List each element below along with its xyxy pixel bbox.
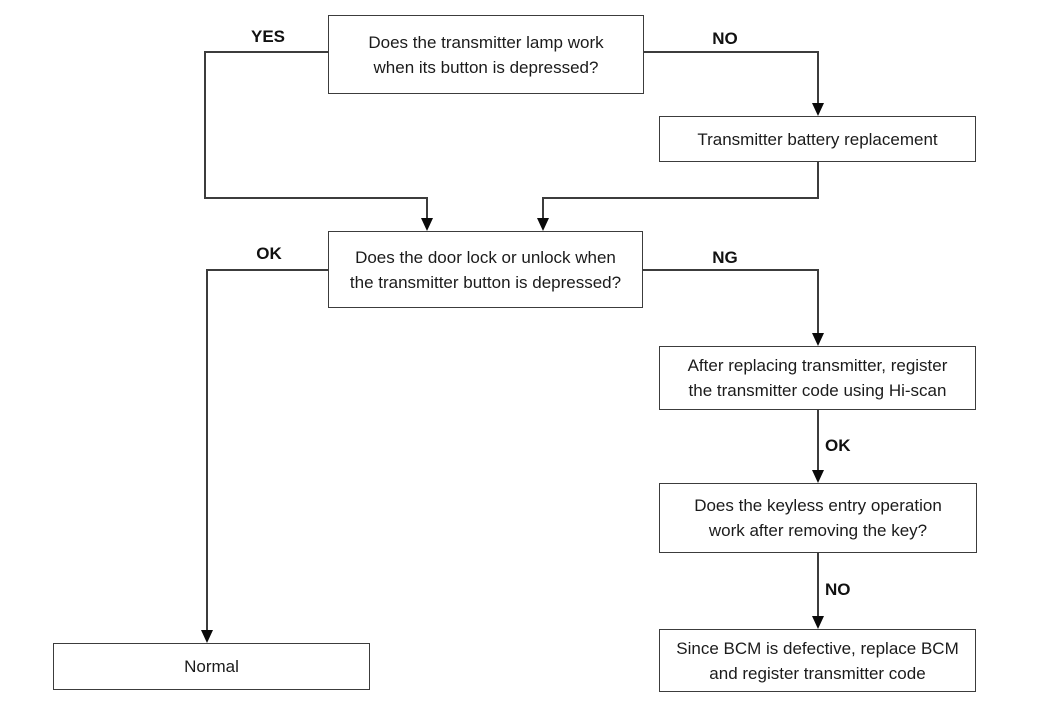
node-label: After replacing transmitter, register th… [687,356,948,400]
connector-yes-h2 [204,197,428,199]
arrow-down-icon [812,103,824,116]
node-keyless-entry-question: Does the keyless entry operation work af… [659,483,977,553]
edge-label-ok-2: OK [825,436,851,455]
arrow-down-icon [812,333,824,346]
node-label: Transmitter battery replacement [697,129,938,149]
edge-label-ng: NG [712,248,738,267]
edge-label-no: NO [712,29,738,48]
connector-ng-v1 [817,269,819,335]
connector-yes-v2 [426,197,428,221]
node-label: Since BCM is defective, replace BCM and … [676,638,959,683]
connector-ok-v1 [206,269,208,632]
connector-no-v1 [817,51,819,105]
connector-yes-v1 [204,51,206,199]
connector-battery-h1 [543,197,819,199]
connector-yes-h1 [204,51,328,53]
connector-ok-h1 [206,269,328,271]
node-label: Normal [184,657,239,676]
node-label: Does the keyless entry operation work af… [694,496,942,540]
node-bcm-replace: Since BCM is defective, replace BCM and … [659,629,976,692]
edge-label-ok: OK [256,244,282,263]
arrow-down-icon [537,218,549,231]
node-transmitter-lamp-question: Does the transmitter lamp work when its … [328,15,644,94]
connector-battery-v1 [817,162,819,199]
node-normal: Normal [53,643,370,690]
edge-label-no-2: NO [825,580,851,599]
node-label: Does the transmitter lamp work when its … [368,32,604,77]
arrow-down-icon [201,630,213,643]
connector-ok2-v1 [817,410,819,472]
connector-no2-v1 [817,553,819,618]
connector-no-h1 [644,51,818,53]
node-battery-replacement: Transmitter battery replacement [659,116,976,162]
arrow-down-icon [421,218,433,231]
node-door-lock-question: Does the door lock or unlock when the tr… [328,231,643,308]
connector-battery-v2 [542,197,544,221]
node-label: Does the door lock or unlock when the tr… [349,247,622,292]
arrow-down-icon [812,616,824,629]
node-register-code-hiscan: After replacing transmitter, register th… [659,346,976,410]
connector-ng-h1 [643,269,818,271]
arrow-down-icon [812,470,824,483]
edge-label-yes: YES [250,27,286,46]
